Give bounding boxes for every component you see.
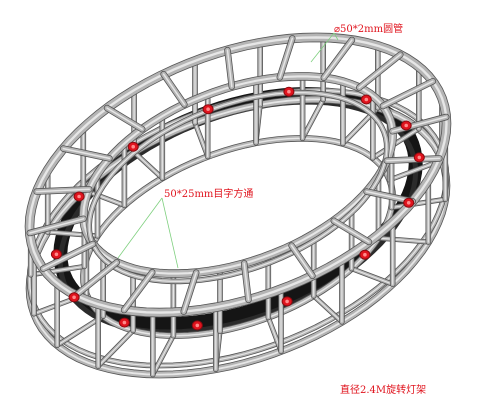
top-rung — [276, 35, 296, 81]
top-rung — [180, 269, 200, 315]
top-rung — [103, 104, 146, 133]
top-rung-shine — [182, 271, 197, 313]
top-rung — [389, 113, 450, 135]
bottom-rung-shine — [97, 329, 134, 367]
top-rung-shine — [42, 243, 94, 270]
clamp-bolt — [285, 299, 289, 304]
top-rung-shine — [358, 53, 402, 89]
top-rung-shine — [323, 39, 353, 79]
top-rung-shine — [29, 218, 85, 234]
clamp-bolt — [404, 123, 409, 128]
diagram-caption: 直径2.4M旋转灯架 — [340, 385, 427, 396]
bottom-rung — [311, 293, 345, 325]
bottom-rung — [375, 235, 431, 245]
bottom-rung-shine — [351, 268, 394, 285]
top-rung-shine — [162, 73, 186, 106]
top-rung — [240, 260, 252, 304]
bottom-rung-shine — [313, 295, 343, 323]
square-tube-label: 50*25mm目字方通 — [164, 189, 254, 200]
bottom-rung-shine — [302, 98, 324, 139]
clamp-bolt — [195, 323, 200, 328]
top-rung-shine — [333, 220, 370, 243]
clamp-bolt — [122, 320, 127, 325]
top-rung — [379, 78, 437, 110]
leader-lines — [117, 32, 339, 269]
top-rung — [320, 36, 356, 81]
leader-line — [333, 32, 339, 41]
top-rung-shine — [123, 271, 153, 311]
top-rung-shine — [279, 37, 294, 79]
top-rung-shine — [62, 147, 111, 160]
top-rung-shine — [74, 261, 118, 297]
top-rung-shine — [386, 157, 441, 162]
clamp-bolt — [77, 194, 81, 199]
round-pipe-label: ⌀50*2mm圆管 — [334, 24, 404, 35]
clamp-bolt — [406, 201, 411, 205]
top-rung-shine — [226, 49, 233, 88]
clamp-bolt — [206, 107, 210, 111]
clamp-bolt — [72, 295, 76, 300]
top-outer-ring — [24, 32, 452, 318]
top-rung — [72, 259, 120, 299]
bottom-rung — [349, 266, 396, 287]
top-rung-shine — [106, 107, 143, 130]
top-inner-ring — [79, 72, 397, 278]
clamp-bolt — [363, 252, 367, 257]
bottom-rung — [131, 149, 165, 181]
clamp-bolt — [364, 97, 369, 102]
top-ring-frame — [24, 32, 452, 318]
top-rung — [26, 215, 87, 237]
clamp-bolt — [287, 89, 291, 94]
top-rung-shine — [391, 116, 447, 132]
clamp-bolt — [417, 155, 422, 160]
top-rung-shine — [243, 262, 250, 301]
track-band — [53, 86, 423, 332]
top-rung — [160, 70, 188, 108]
top-outer-ring-shine — [28, 36, 448, 314]
top-rung — [39, 240, 97, 272]
top-rung — [224, 46, 236, 90]
leader-line — [310, 32, 335, 63]
top-rung — [383, 155, 443, 164]
top-inner-ring-shine — [82, 75, 394, 275]
bottom-rung — [150, 333, 176, 378]
clamp-bolt — [131, 144, 135, 149]
top-rung — [288, 242, 316, 280]
top-rung — [60, 145, 113, 162]
bottom-rung-shine — [152, 335, 174, 376]
bottom-rung — [95, 327, 136, 369]
bottom-rung — [389, 196, 448, 211]
bottom-rung-shine — [30, 265, 85, 276]
top-rung — [330, 217, 373, 246]
bottom-rung — [28, 263, 87, 278]
bottom-rung-shine — [133, 151, 163, 179]
bottom-rung-shine — [377, 237, 429, 243]
bottom-rung-shine — [391, 198, 446, 209]
top-rung-shine — [35, 188, 90, 193]
top-rung-shine — [382, 80, 434, 107]
bottom-rung — [300, 96, 326, 141]
top-rung-shine — [290, 244, 314, 277]
leader-line — [117, 197, 163, 259]
red-clamps — [50, 86, 425, 331]
top-rung — [356, 51, 404, 91]
top-rung — [120, 269, 156, 314]
top-rung — [33, 186, 93, 195]
clamp-bolt — [54, 252, 59, 257]
leader-line — [161, 197, 179, 269]
